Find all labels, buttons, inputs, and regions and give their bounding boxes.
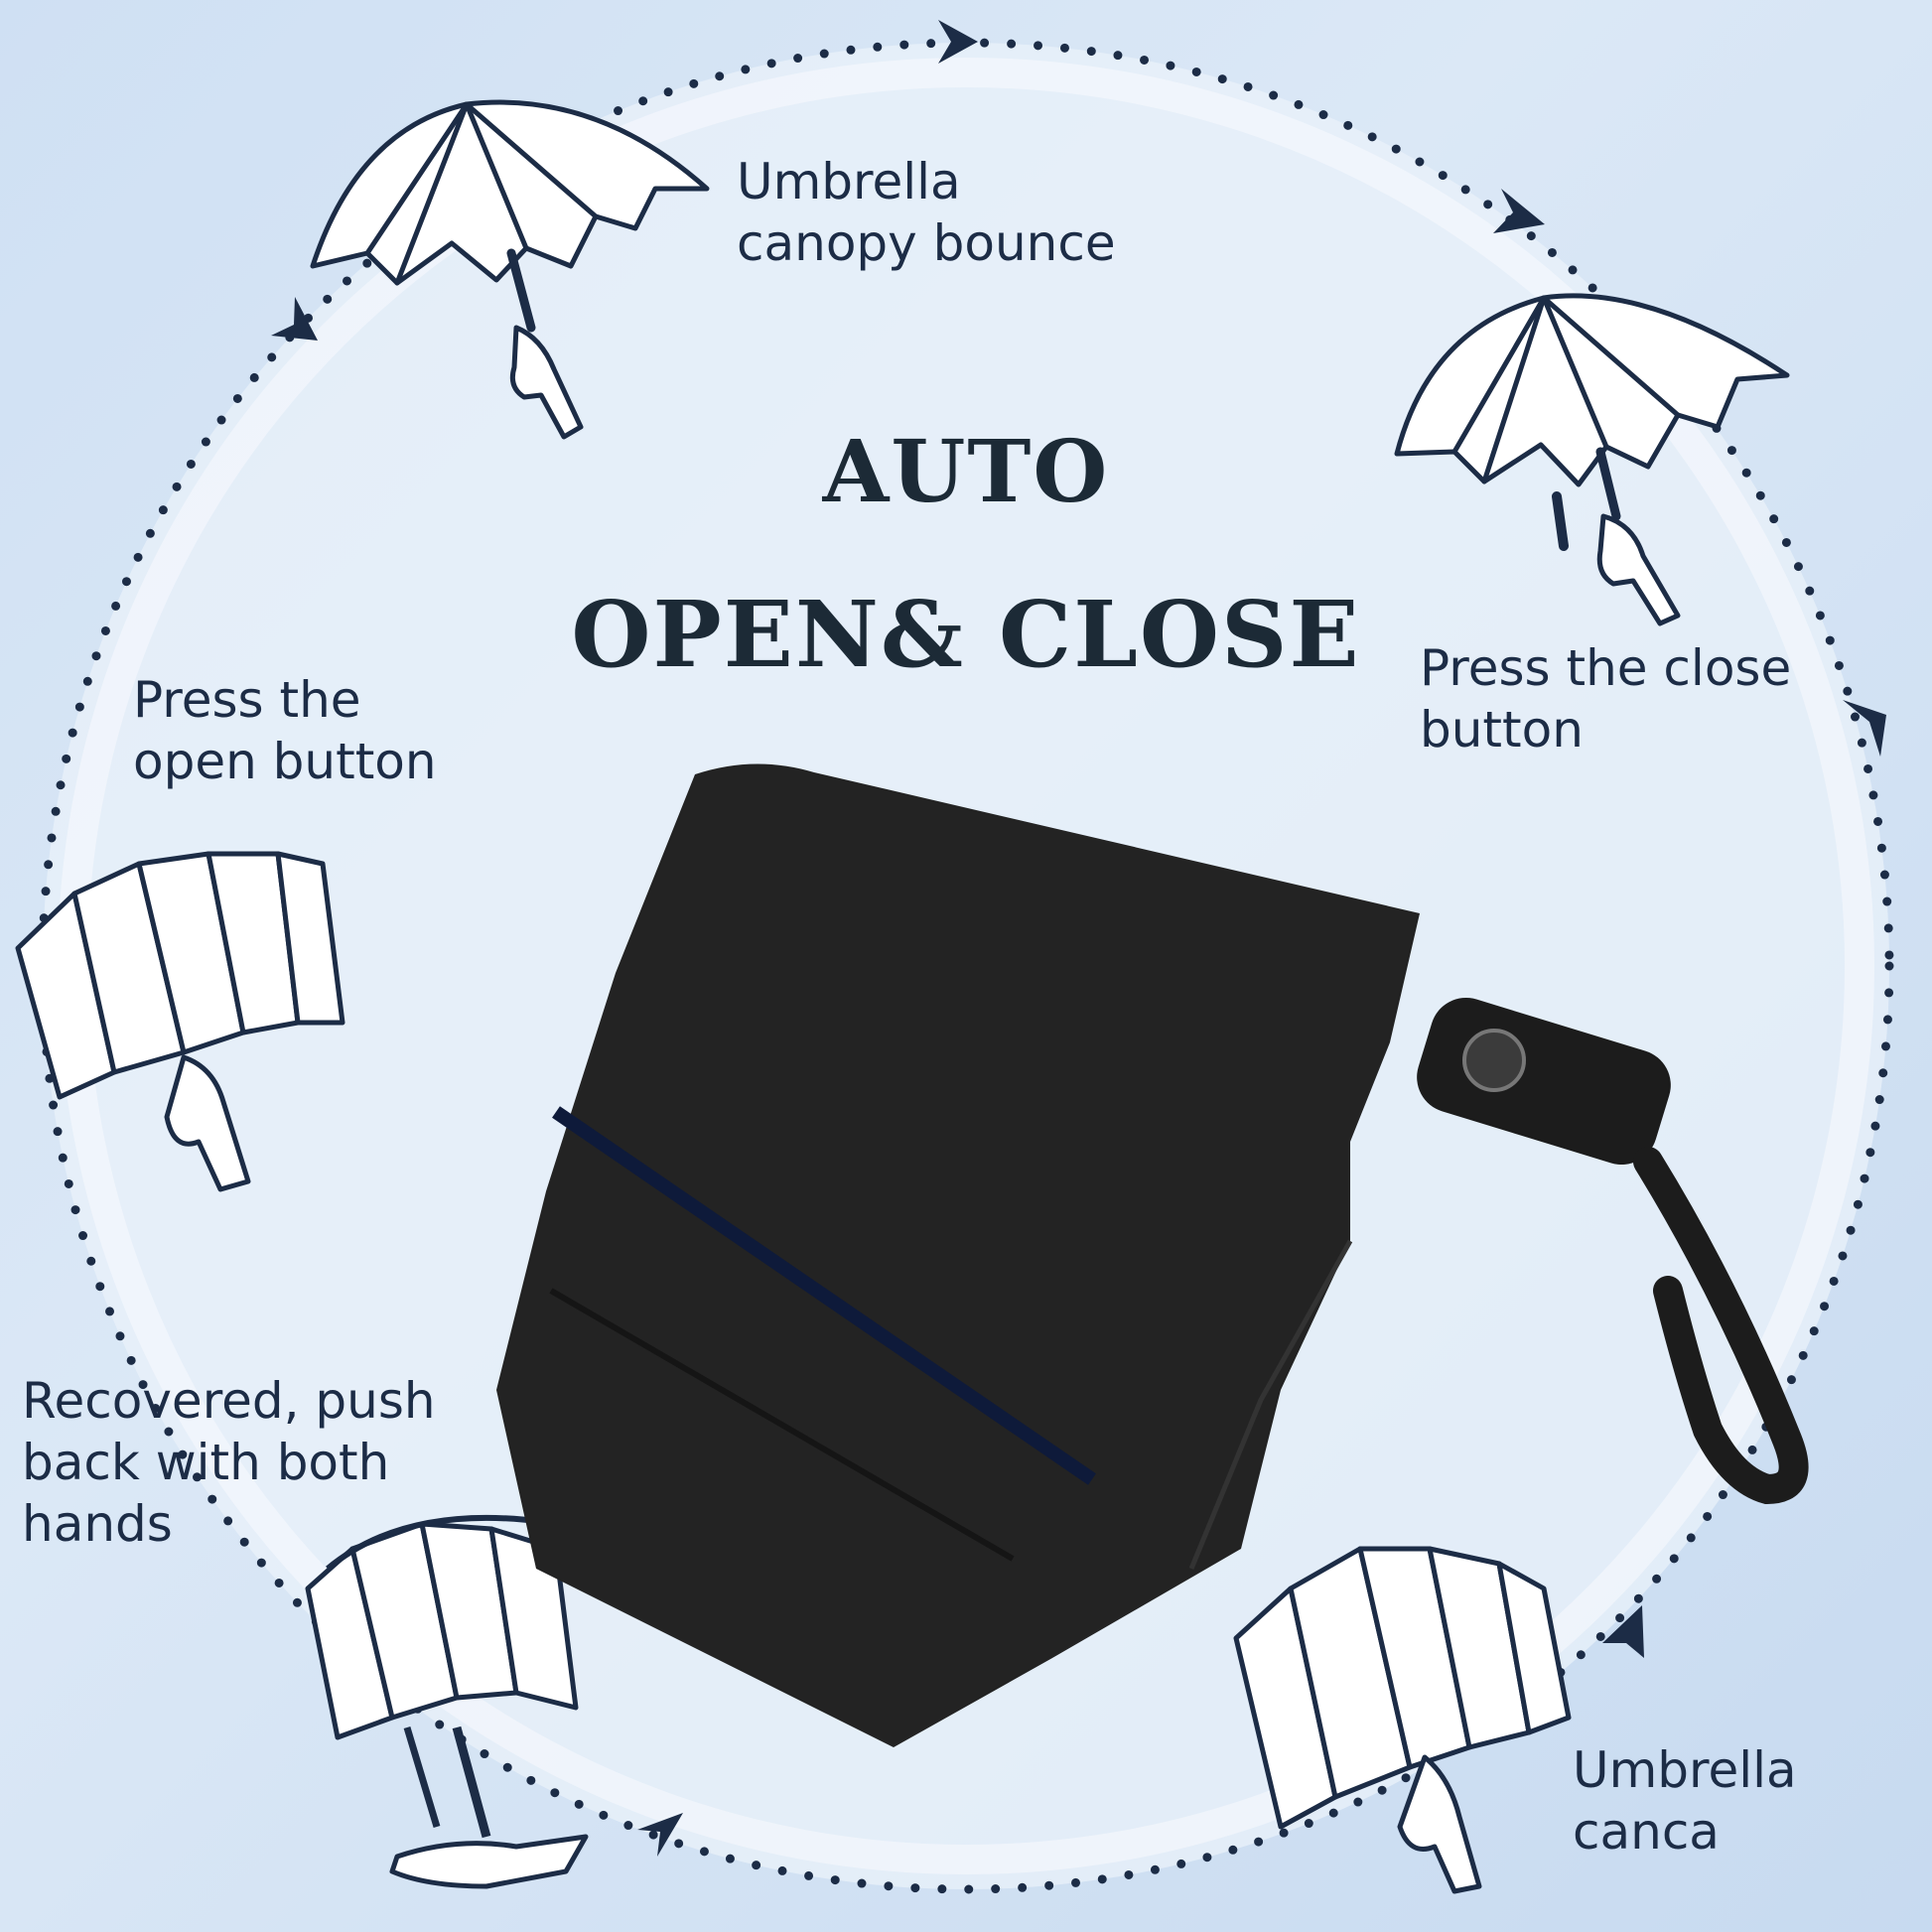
arrow-icon [938, 20, 978, 64]
folded-umbrella-drawing-2 [15, 851, 345, 1192]
open-umbrella-drawing-2 [1394, 293, 1790, 626]
headline-open-close: OPEN& CLOSE [571, 581, 1361, 688]
open-umbrella-drawing-1 [310, 99, 710, 440]
step-label-press-close: Press the close button [1420, 639, 1792, 759]
handle-button-icon [1462, 1029, 1526, 1092]
folded-umbrella-drawing-1 [1233, 1546, 1572, 1894]
step-label-canopy-bounce: Umbrella canopy bounce [737, 153, 1116, 272]
step-label-press-open: Press the open button [133, 671, 437, 790]
wrist-strap [1633, 1147, 1809, 1505]
arrow-icon [637, 1813, 683, 1857]
arrow-icon [1843, 700, 1886, 757]
arrow-icon [1493, 189, 1545, 233]
dotted-cycle-path [38, 38, 1894, 1894]
step-label-push-back: Recovered, push back with both hands [22, 1372, 436, 1553]
step-label-canopy-closed: Umbrella canca [1573, 1741, 1797, 1861]
push-back-drawing [305, 1514, 589, 1889]
cycle-arrows [271, 20, 1886, 1857]
arrow-icon [271, 297, 318, 341]
folded-black-umbrella-photo [496, 763, 1809, 1747]
arrow-icon [1602, 1605, 1644, 1658]
headline-auto: AUTO [822, 422, 1110, 522]
